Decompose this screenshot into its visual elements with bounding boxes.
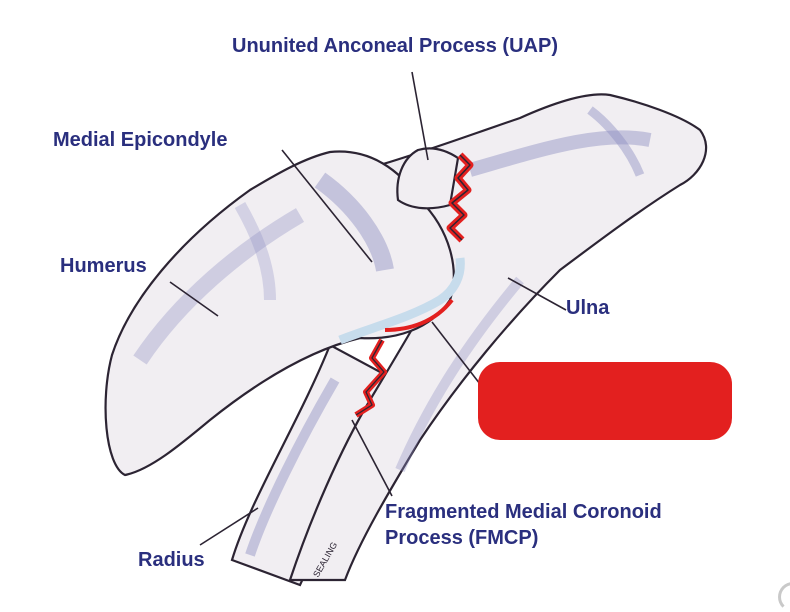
redacted-label-box bbox=[478, 362, 732, 440]
label-uap: Ununited Anconeal Process (UAP) bbox=[232, 35, 558, 57]
leader-fmcp bbox=[351, 419, 393, 497]
leader-uap bbox=[411, 71, 429, 161]
ulna-bone bbox=[288, 93, 708, 582]
label-radius: Radius bbox=[138, 549, 205, 571]
label-fmcp-line2: Process (FMCP) bbox=[385, 527, 539, 549]
leader-radius bbox=[199, 507, 259, 546]
label-humerus: Humerus bbox=[60, 255, 147, 277]
anconeal-process bbox=[396, 147, 460, 210]
label-medial-epicondyle: Medial Epicondyle bbox=[53, 129, 228, 151]
leader-ulna bbox=[507, 277, 567, 311]
corner-mark bbox=[778, 582, 790, 612]
leader-humerus bbox=[169, 281, 219, 317]
label-fmcp-line1: Fragmented Medial Coronoid bbox=[385, 501, 662, 523]
leader-medial-epicondyle bbox=[281, 149, 373, 263]
label-ulna: Ulna bbox=[566, 297, 610, 319]
leader-redacted bbox=[431, 321, 481, 385]
